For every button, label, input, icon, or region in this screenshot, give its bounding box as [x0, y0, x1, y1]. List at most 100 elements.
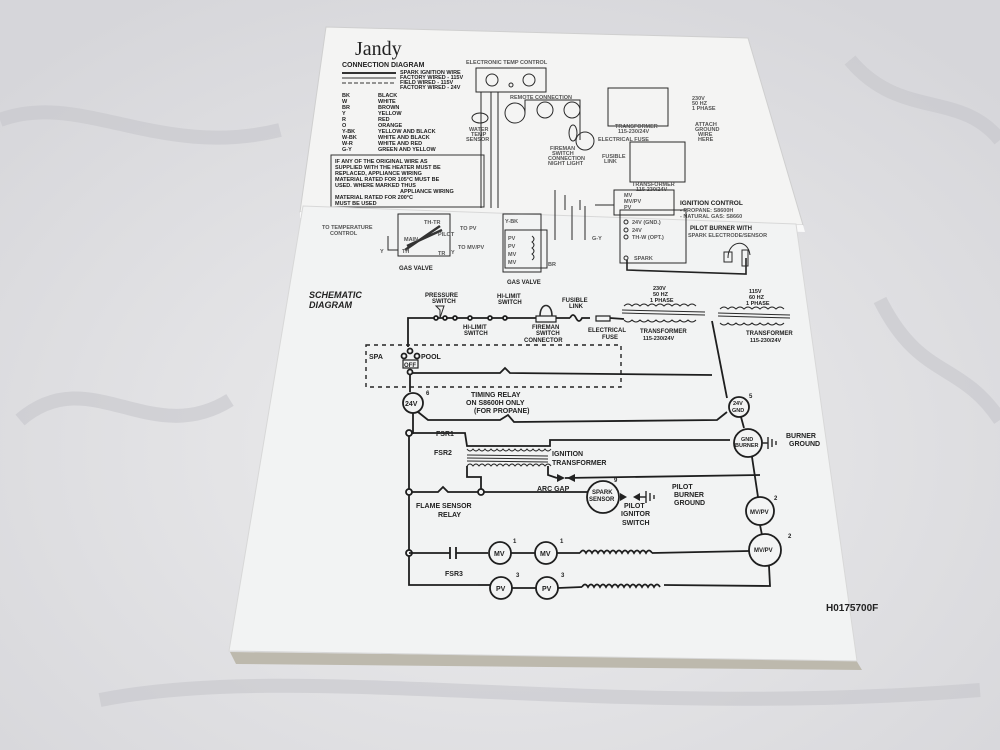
svg-text:IGNITION: IGNITION: [552, 451, 583, 458]
svg-text:FIREMAN: FIREMAN: [532, 325, 559, 331]
svg-text:BURNER: BURNER: [786, 433, 816, 440]
schematic-title: SCHEMATIC: [309, 290, 362, 300]
svg-text:WHITE AND BLACK: WHITE AND BLACK: [378, 135, 430, 141]
svg-text:TRANSFORMER: TRANSFORMER: [640, 329, 687, 335]
svg-text:230V: 230V: [653, 286, 666, 292]
svg-text:(FOR PROPANE): (FOR PROPANE): [474, 408, 529, 415]
svg-text:GAS VALVE: GAS VALVE: [399, 266, 433, 272]
svg-text:HI-LIMIT: HI-LIMIT: [497, 294, 521, 300]
svg-text:MUST BE USED: MUST BE USED: [335, 201, 377, 207]
schematic-title: DIAGRAM: [309, 300, 352, 310]
svg-text:SWITCH: SWITCH: [622, 520, 650, 527]
svg-text:TO MV/PV: TO MV/PV: [458, 245, 485, 251]
svg-text:LINK: LINK: [604, 159, 617, 165]
svg-text:TRANSFORMER: TRANSFORMER: [615, 124, 658, 130]
svg-text:WATER: WATER: [469, 127, 488, 133]
svg-text:ORANGE: ORANGE: [378, 123, 402, 129]
svg-text:MAIN: MAIN: [404, 237, 418, 243]
svg-text:ELECTRONIC TEMP CONTROL: ELECTRONIC TEMP CONTROL: [466, 60, 548, 66]
svg-text:1 PHASE: 1 PHASE: [692, 106, 716, 112]
svg-text:Y-BK: Y-BK: [342, 129, 355, 135]
svg-text:GND: GND: [741, 437, 753, 443]
svg-text:TEMP: TEMP: [471, 132, 487, 138]
svg-text:SUPPLIED WITH THE HEATER MUST: SUPPLIED WITH THE HEATER MUST BE: [335, 165, 441, 171]
svg-text:ELECTRICAL: ELECTRICAL: [588, 328, 626, 334]
svg-text:GAS VALVE: GAS VALVE: [507, 280, 541, 286]
svg-text:60 HZ: 60 HZ: [749, 295, 765, 301]
svg-text:PILOT BURNER WITH: PILOT BURNER WITH: [690, 226, 752, 232]
svg-text:115-230/24V: 115-230/24V: [643, 336, 675, 342]
svg-text:LINK: LINK: [569, 304, 584, 310]
svg-text:- PROPANE: S8600H: - PROPANE: S8600H: [680, 208, 733, 214]
svg-text:G-Y: G-Y: [342, 147, 352, 153]
svg-text:50 HZ: 50 HZ: [653, 292, 669, 298]
svg-text:PILOT: PILOT: [624, 503, 645, 510]
svg-text:FLAME SENSOR: FLAME SENSOR: [416, 503, 472, 510]
24v-gnd-terminal: [728, 396, 750, 418]
jandy-logo: Jandy: [355, 38, 402, 60]
svg-text:FUSIBLE: FUSIBLE: [602, 154, 626, 160]
svg-text:WHITE AND RED: WHITE AND RED: [378, 141, 422, 147]
svg-text:O: O: [342, 123, 347, 129]
svg-text:GROUND: GROUND: [674, 500, 705, 507]
gas-valve-2: Y-BK PV PV MV MV BR G-Y GAS VALVE: [502, 206, 602, 286]
svg-text:TRANSFORMER: TRANSFORMER: [746, 331, 793, 337]
svg-text:Y: Y: [380, 249, 384, 255]
svg-text:MATERIAL RATED FOR 200°C: MATERIAL RATED FOR 200°C: [335, 195, 413, 201]
svg-text:YELLOW AND BLACK: YELLOW AND BLACK: [378, 129, 436, 135]
svg-text:2: 2: [788, 534, 792, 540]
connection-diagram-title: CONNECTION DIAGRAM: [342, 62, 425, 69]
svg-text:MV/PV: MV/PV: [754, 548, 773, 554]
svg-text:TO PV: TO PV: [460, 226, 477, 232]
svg-text:MATERIAL RATED FOR 105°C MUST: MATERIAL RATED FOR 105°C MUST BE: [335, 177, 440, 183]
svg-text:FSR2: FSR2: [434, 450, 452, 457]
svg-text:TO TEMPERATURE: TO TEMPERATURE: [322, 225, 373, 231]
svg-text:PRESSURE: PRESSURE: [425, 293, 458, 299]
svg-text:TRANSFORMER: TRANSFORMER: [632, 182, 675, 188]
svg-text:PV: PV: [508, 244, 516, 250]
svg-text:24V (GND.): 24V (GND.): [632, 220, 661, 226]
spark-sensor: [586, 480, 620, 514]
svg-text:HI-LIMIT: HI-LIMIT: [463, 325, 487, 331]
svg-text:BLACK: BLACK: [378, 93, 397, 99]
svg-text:GND: GND: [732, 408, 744, 414]
mv-coil: [579, 549, 653, 555]
svg-text:SWITCH: SWITCH: [536, 331, 560, 337]
svg-text:RELAY: RELAY: [438, 512, 461, 519]
svg-text:Y: Y: [342, 111, 346, 117]
svg-text:TH-TR: TH-TR: [424, 220, 441, 226]
transformer-230-secondary: [623, 319, 697, 323]
svg-text:5: 5: [749, 394, 753, 400]
svg-text:POOL: POOL: [421, 354, 442, 361]
svg-text:ON S8600H ONLY: ON S8600H ONLY: [466, 400, 525, 407]
schematic-card: TO TEMPERATURE CONTROL Y TH-TR MAIN PILO…: [228, 205, 878, 670]
svg-text:FUSIBLE: FUSIBLE: [562, 298, 588, 304]
svg-text:FSR1: FSR1: [436, 431, 454, 438]
schematic-labels: SPA POOL OFF 24V 6 TIMING RELAY ON S8600…: [369, 354, 820, 593]
svg-text:BR: BR: [342, 105, 350, 111]
svg-text:MV: MV: [624, 193, 633, 199]
svg-text:FSR3: FSR3: [445, 571, 463, 578]
fuse: [595, 315, 611, 322]
svg-text:APPLIANCE WIRING: APPLIANCE WIRING: [400, 189, 454, 195]
svg-text:TIMING RELAY: TIMING RELAY: [471, 392, 521, 399]
svg-text:PILOT: PILOT: [438, 232, 455, 238]
svg-text:SWITCH: SWITCH: [432, 299, 456, 305]
ignition-control-terminals: 24V (GND.) 24V TH-W (OPT.) SPARK PILOT B…: [619, 209, 767, 275]
connection-diagram-card: Jandy CONNECTION DIAGRAM SPARK IGNITION …: [299, 26, 805, 232]
svg-text:3: 3: [516, 573, 520, 579]
wire-legend: SPARK IGNITION WIRE FACTORY WIRED - 115V…: [342, 70, 463, 91]
svg-text:SWITCH: SWITCH: [498, 300, 522, 306]
svg-text:Y-BK: Y-BK: [505, 219, 518, 225]
svg-text:24V: 24V: [632, 228, 642, 234]
svg-text:9: 9: [614, 478, 618, 484]
svg-text:BURNER: BURNER: [735, 443, 759, 449]
legend-text: FIELD WIRED - 115V: [400, 80, 454, 86]
svg-text:GROUND: GROUND: [695, 127, 719, 133]
mv-pv-terminal-2: [748, 533, 782, 567]
svg-text:24V: 24V: [733, 401, 743, 407]
svg-text:NIGHT LIGHT: NIGHT LIGHT: [548, 161, 584, 167]
fabric-folds: [0, 55, 1000, 707]
svg-text:USED. WHERE MARKED THUS: USED. WHERE MARKED THUS: [335, 183, 416, 189]
fireman-connector: [535, 315, 557, 323]
